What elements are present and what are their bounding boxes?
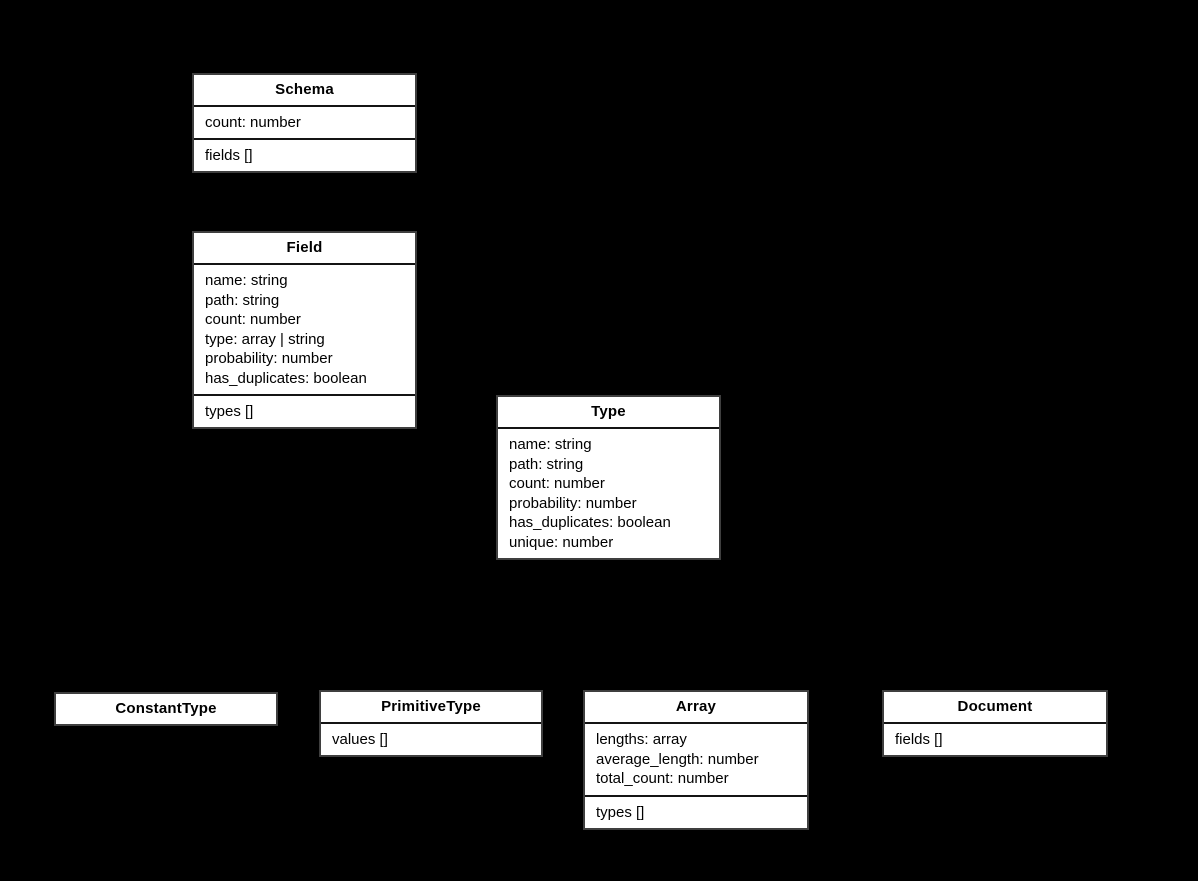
class-box-constanttype: ConstantType bbox=[54, 692, 278, 726]
collection-compartment: types [] bbox=[585, 794, 807, 828]
attribute-line: average_length: number bbox=[596, 750, 759, 768]
attribute-line: probability: number bbox=[509, 494, 637, 512]
attribute-line: has_duplicates: boolean bbox=[205, 369, 367, 387]
collection-compartment: fields [] bbox=[194, 138, 415, 171]
collection-compartment: values [] bbox=[321, 722, 541, 755]
class-title: Field bbox=[286, 239, 323, 256]
attribute-compartment: lengths: array average_length: number to… bbox=[585, 722, 807, 795]
attribute-compartment: count: number bbox=[194, 105, 415, 138]
attribute-line: types [] bbox=[205, 403, 254, 420]
attribute-line: path: string bbox=[205, 291, 280, 309]
attribute-line: count: number bbox=[205, 114, 301, 131]
attribute-line: name: string bbox=[205, 272, 288, 289]
attribute-line: type: array | string bbox=[205, 330, 325, 348]
attribute-line: count: number bbox=[509, 475, 605, 492]
attribute-line: has_duplicates: boolean bbox=[509, 514, 671, 531]
class-box-primitivetype: PrimitiveType values [] bbox=[319, 690, 543, 757]
attribute-line: types [] bbox=[596, 803, 645, 821]
attribute-compartment: name: string path: string count: number … bbox=[498, 427, 719, 558]
class-box-array: Array lengths: array average_length: num… bbox=[583, 690, 809, 830]
collection-compartment: types [] bbox=[194, 394, 415, 427]
attribute-line: path: string bbox=[509, 455, 584, 473]
collection-compartment: fields [] bbox=[884, 722, 1106, 755]
class-box-type: Type name: string path: string count: nu… bbox=[496, 395, 721, 560]
class-title: Type bbox=[591, 403, 626, 420]
attribute-line: count: number bbox=[205, 311, 301, 328]
attribute-compartment: name: string path: string count: number … bbox=[194, 263, 415, 394]
attribute-line: probability: number bbox=[205, 350, 333, 367]
class-title: Schema bbox=[275, 81, 334, 98]
attribute-line: values [] bbox=[332, 731, 388, 748]
class-box-document: Document fields [] bbox=[882, 690, 1108, 757]
attribute-line: name: string bbox=[509, 436, 592, 453]
class-title: Document bbox=[957, 698, 1033, 715]
attribute-line: unique: number bbox=[509, 533, 614, 551]
attribute-line: fields [] bbox=[205, 147, 253, 164]
class-title: Array bbox=[675, 698, 717, 715]
attribute-line: total_count: number bbox=[596, 770, 729, 787]
class-box-field: Field name: string path: string count: n… bbox=[192, 231, 417, 429]
class-title: ConstantType bbox=[115, 700, 217, 717]
class-box-schema: Schema count: number fields [] bbox=[192, 73, 417, 173]
attribute-line: fields [] bbox=[895, 731, 943, 748]
attribute-line: lengths: array bbox=[596, 731, 687, 748]
class-title: PrimitiveType bbox=[381, 698, 481, 715]
